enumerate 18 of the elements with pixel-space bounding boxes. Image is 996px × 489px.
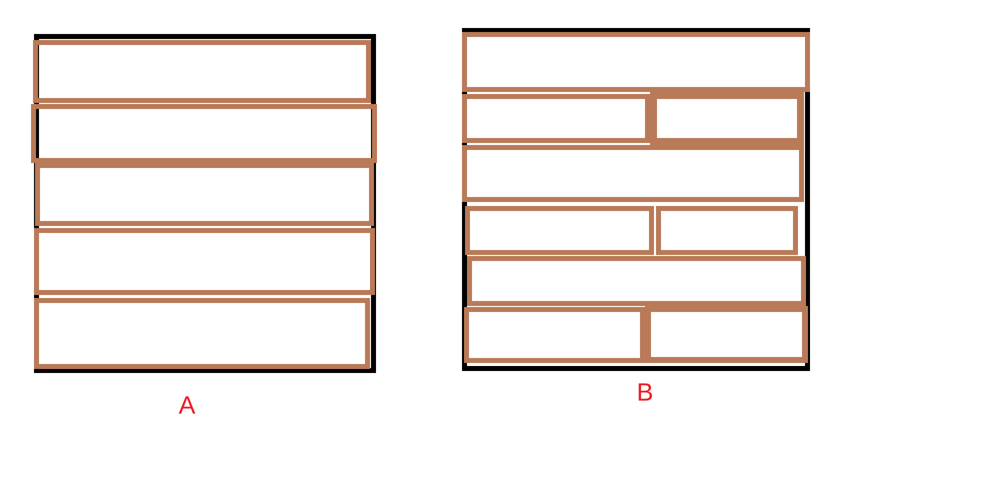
- brick: [31, 104, 377, 163]
- brick: [465, 206, 654, 255]
- brick: [33, 40, 371, 103]
- frame: [462, 28, 810, 371]
- brick: [650, 92, 804, 145]
- panel-label: A: [178, 396, 196, 414]
- brick: [464, 306, 645, 363]
- brick: [467, 256, 806, 306]
- panel-label: B: [638, 383, 652, 401]
- brick: [34, 298, 370, 369]
- brick: [645, 306, 808, 363]
- brick: [462, 94, 650, 143]
- brick: [462, 144, 804, 202]
- brick: [462, 32, 810, 92]
- frame: [34, 34, 376, 373]
- brick: [35, 162, 374, 226]
- brick: [34, 228, 375, 295]
- brick: [656, 206, 798, 255]
